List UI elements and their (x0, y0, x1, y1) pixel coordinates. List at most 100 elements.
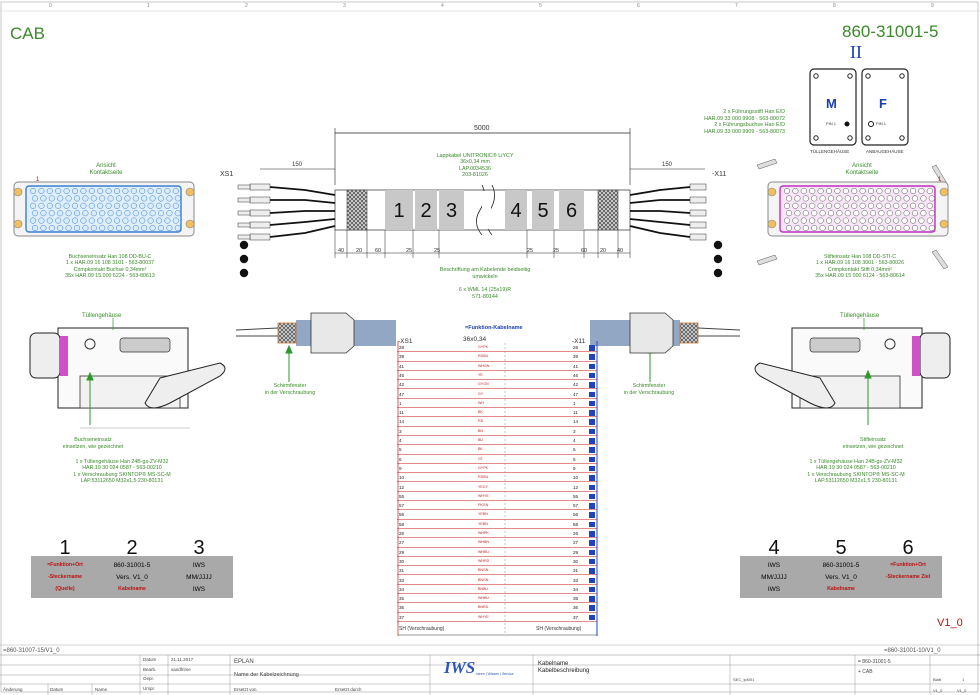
dim-right-5: 40 (617, 248, 624, 254)
terminal-marker (589, 503, 595, 509)
contact-hole (909, 202, 917, 209)
contact-hole (157, 210, 165, 217)
wire-pin-right: 9 (573, 465, 576, 471)
wire-pin-right: 35 (573, 596, 579, 602)
legend-line: -Steckername (47, 574, 83, 580)
wire-pin-left: 35 (399, 596, 405, 602)
contact-hole (166, 224, 173, 232)
title-block-grid (0, 655, 980, 695)
next-sheet-ref[interactable]: =860-31001-10/V1_0 (884, 648, 941, 654)
tb-row-value: 21.11.2017 (171, 657, 194, 662)
wire-pin-right: 10 (573, 475, 579, 481)
contact-hole (928, 210, 935, 217)
sleeve-number-4: 4 (510, 200, 522, 222)
contact-hole (918, 202, 925, 209)
contact-hole (903, 195, 910, 202)
dim-left-1: 40 (338, 248, 345, 254)
wire-pin-left: 6 (399, 456, 402, 462)
contact-hole (836, 195, 843, 202)
wire-color: BN (478, 428, 483, 433)
contact-hole (811, 210, 818, 217)
tb-row-label: Urspr. (143, 685, 156, 691)
contact-hole (105, 217, 112, 224)
contact-hole (63, 202, 70, 209)
contact-hole (55, 187, 62, 195)
contact-hole (842, 202, 849, 209)
contact-hole (876, 187, 883, 195)
contact-hole (792, 217, 799, 224)
wire-color: WHBN (478, 540, 489, 545)
contact-hole (836, 210, 843, 217)
wire-pin-right: 42 (573, 382, 579, 388)
wire-pin-left: 26 (399, 531, 405, 536)
right-insert-label: Stifteinsatz einsetzen, wie gezeichnet (842, 437, 904, 450)
contact-hole (920, 195, 927, 202)
wire-pin-left: 12 (399, 484, 405, 490)
wire-pin-left: 10 (399, 475, 405, 481)
contact-hole (80, 187, 87, 195)
contact-hole (99, 210, 106, 217)
contact-hole (792, 202, 799, 209)
wire-pin-right: 41 (573, 363, 579, 369)
contact-hole (164, 217, 171, 224)
contact-hole (155, 187, 163, 195)
contact-hole (73, 210, 81, 217)
ruler-tick: 6 (637, 3, 640, 9)
wire-pin-right: 34 (573, 586, 579, 592)
terminal-marker (589, 345, 595, 351)
tb-row-label: Bearb. (143, 666, 157, 672)
terminal-marker (589, 605, 595, 611)
contact-hole (46, 217, 53, 224)
contact-hole (115, 195, 123, 202)
contact-hole (834, 187, 841, 195)
ruler-tick: 4 (441, 3, 444, 9)
wire-color: GYPK (478, 345, 488, 349)
dim-left-4: 25 (406, 248, 413, 254)
wire-pin-right: 5 (573, 447, 576, 453)
contact-hole (853, 210, 860, 217)
contact-hole (903, 210, 910, 217)
sleeve-number-3: 3 (445, 200, 458, 222)
terminal-marker (589, 372, 595, 379)
contact-hole (38, 217, 45, 224)
contact-hole (926, 202, 933, 209)
contact-hole (122, 217, 129, 224)
contact-hole (895, 224, 902, 232)
left-pin-marker: 1 (36, 177, 40, 183)
contact-hole (174, 224, 181, 232)
contact-hole (107, 195, 114, 202)
roman-numeral: II (850, 42, 862, 62)
version-label: V1_0 (937, 617, 963, 629)
contact-hole (783, 217, 791, 224)
legend-line: =Funktion+Ort (47, 562, 83, 568)
contact-hole (139, 217, 146, 224)
contact-hole (783, 202, 791, 209)
contact-hole (884, 202, 891, 209)
contact-hole (141, 224, 148, 232)
left-strip-length: 150 (292, 162, 303, 168)
contact-hole (785, 210, 793, 217)
contact-hole (55, 202, 62, 209)
tb-page-code: SEC_tpl001 (733, 677, 755, 682)
wire-pin-left: 30 (399, 558, 405, 564)
wire-color: PKGN (478, 503, 489, 508)
contact-hole (149, 224, 156, 232)
legend-number: 2 (126, 537, 138, 559)
contact-hole (113, 202, 121, 209)
contact-hole (122, 187, 129, 195)
prev-sheet-ref[interactable]: =860-31007-15/V1_0 (3, 648, 60, 654)
legend-line: =Funktion+Ort (890, 562, 926, 568)
wire-pin-right: 14 (573, 419, 579, 425)
wiring-left-tag: -XS1 (398, 338, 413, 345)
contact-hole (901, 202, 908, 209)
contact-hole (31, 195, 39, 202)
contact-hole (802, 195, 809, 202)
wire-color: GT (478, 456, 483, 461)
contact-hole (811, 224, 818, 232)
contact-hole (31, 210, 39, 217)
